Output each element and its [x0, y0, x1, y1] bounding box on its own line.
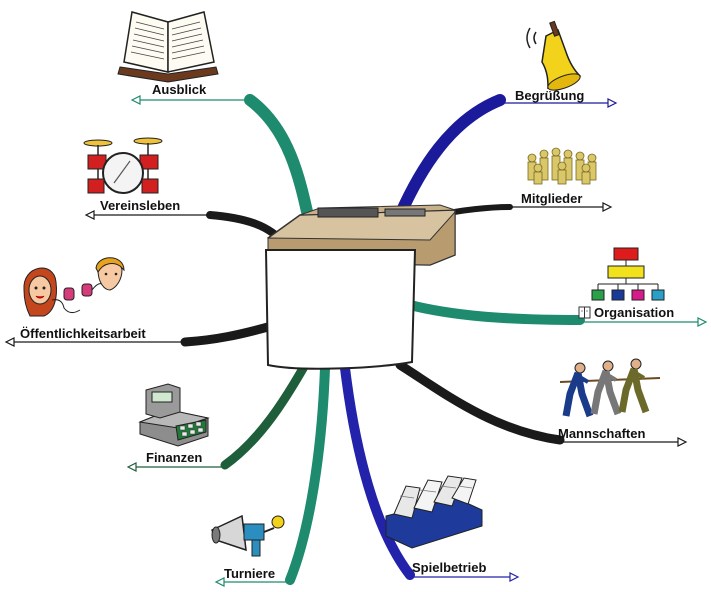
- file-folders-icon: [385, 475, 483, 549]
- arrow-oeffentlichkeit: [4, 337, 15, 347]
- tug-of-war-icon: [559, 358, 661, 418]
- fax-machine-icon: [264, 204, 456, 370]
- branch-label-ausblick[interactable]: Ausblick: [152, 82, 207, 97]
- branch-label-begruessung[interactable]: Begrüßung: [515, 88, 585, 103]
- arrow-finanzen: [126, 462, 137, 472]
- bell-icon: [526, 20, 582, 91]
- branch-label-organisation[interactable]: Organisation: [594, 305, 675, 320]
- branch-line-turniere: [285, 363, 330, 585]
- arrow-vereinsleben: [84, 210, 95, 220]
- org-chart-icon: [591, 247, 665, 301]
- branch-label-finanzen[interactable]: Finanzen: [146, 450, 203, 465]
- arrow-ausblick: [130, 95, 141, 105]
- branch-line-ausblick: [244, 94, 316, 231]
- branch-label-mitglieder[interactable]: Mitglieder: [521, 191, 583, 206]
- branch-label-spielbetrieb[interactable]: Spielbetrieb: [412, 560, 487, 575]
- branch-line-mannschaften: [395, 360, 565, 445]
- branch-label-vereinsleben[interactable]: Vereinsleben: [100, 198, 181, 213]
- branch-line-organisation: [405, 300, 585, 325]
- arrow-begruessung: [607, 98, 618, 108]
- branch-line-oeffentlichkeit: [180, 320, 280, 347]
- arrow-organisation: [697, 317, 708, 327]
- megaphone-icon: [211, 514, 285, 557]
- arrow-mitglieder: [602, 202, 613, 212]
- book-icon: [578, 306, 591, 319]
- label-underlines: [4, 95, 708, 587]
- drum-kit-icon: [83, 137, 163, 194]
- branch-label-turniere[interactable]: Turniere: [224, 566, 276, 581]
- arrow-mannschaften: [677, 437, 688, 447]
- open-book-icon: [117, 11, 219, 83]
- branch-label-oeffentlichkeitsarbeit[interactable]: Öffentlichkeitsarbeit: [20, 326, 146, 341]
- crowd-icon: [527, 147, 597, 185]
- talking-people-icon: [23, 257, 125, 317]
- arrow-turniere: [214, 577, 225, 587]
- branch-line-spielbetrieb: [340, 363, 415, 580]
- branch-line-finanzen: [220, 360, 310, 470]
- branch-label-mannschaften[interactable]: Mannschaften: [558, 426, 646, 441]
- branch-line-begruessung: [394, 94, 506, 221]
- cash-register-icon: [138, 383, 210, 447]
- arrow-spielbetrieb: [509, 572, 520, 582]
